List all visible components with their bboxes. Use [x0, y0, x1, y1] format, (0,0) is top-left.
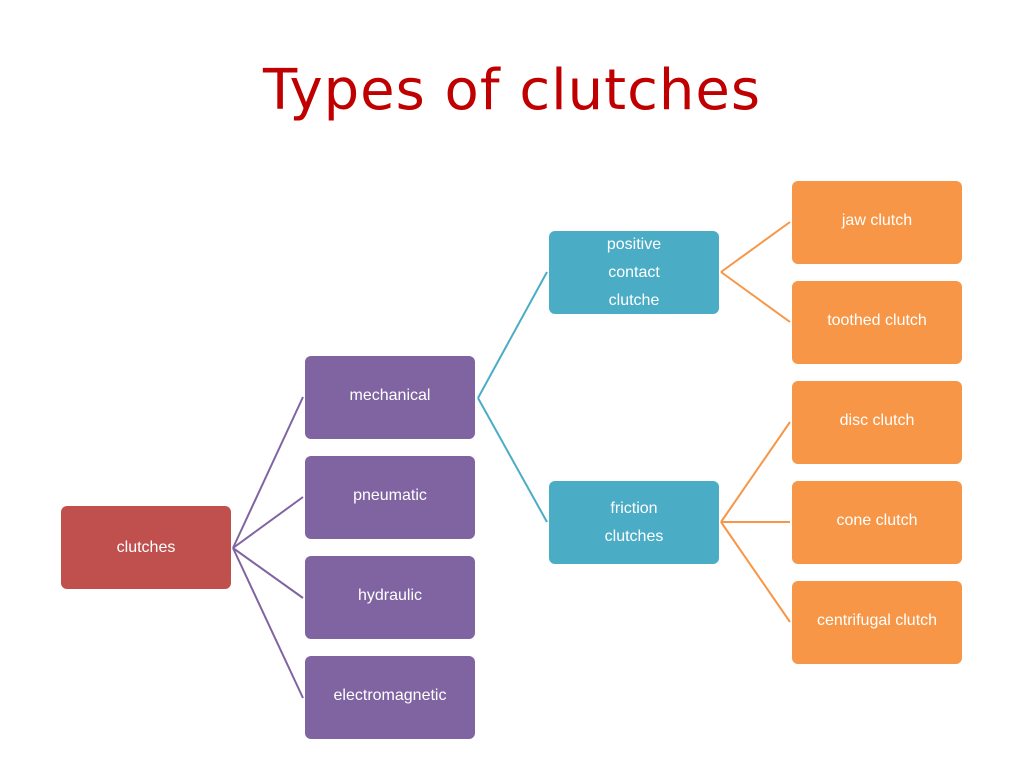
connector-clutches-hydraulic	[232, 547, 304, 599]
node-jaw-clutch: jaw clutch	[792, 181, 962, 264]
node-positive-contact-clutche: positive contact clutche	[549, 231, 719, 314]
node-mechanical: mechanical	[305, 356, 475, 439]
node-cone-clutch: cone clutch	[792, 481, 962, 564]
connector-positive-toothed	[720, 271, 791, 323]
page-title: Types of clutches	[262, 58, 762, 123]
node-toothed-clutch: toothed clutch	[792, 281, 962, 364]
node-clutches: clutches	[61, 506, 231, 589]
node-hydraulic: hydraulic	[305, 556, 475, 639]
connector-friction-disc	[720, 421, 791, 523]
node-disc-clutch: disc clutch	[792, 381, 962, 464]
connector-mechanical-positive	[477, 271, 548, 399]
node-friction-clutches: friction clutches	[549, 481, 719, 564]
node-electromagnetic: electromagnetic	[305, 656, 475, 739]
connector-clutches-mechanical	[232, 396, 304, 549]
node-pneumatic: pneumatic	[305, 456, 475, 539]
connector-friction-centrifugal	[720, 521, 791, 623]
node-centrifugal-clutch: centrifugal clutch	[792, 581, 962, 664]
connector-positive-jaw	[720, 221, 791, 273]
connector-clutches-pneumatic	[232, 496, 304, 549]
connector-clutches-electromagnetic	[232, 547, 304, 699]
connector-mechanical-friction	[477, 397, 548, 523]
